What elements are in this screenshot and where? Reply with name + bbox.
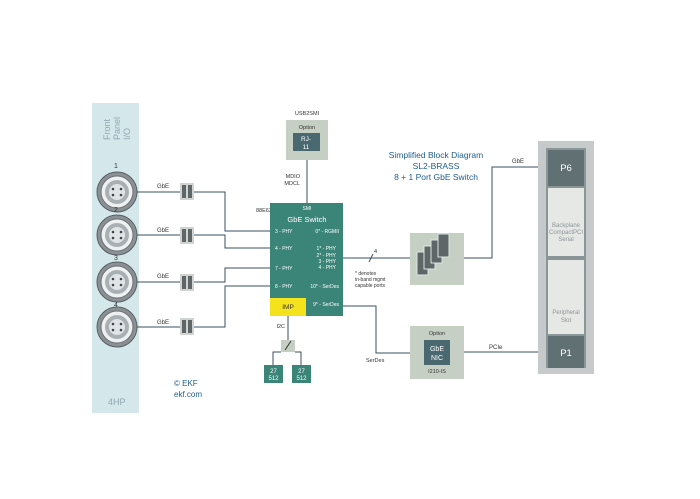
i2c-label: I2C xyxy=(276,324,285,330)
m12-connector-2 xyxy=(96,214,138,256)
uplink-bus-slash xyxy=(368,253,374,263)
switch-port-right-3: 3 - PHY xyxy=(318,259,336,265)
footnote-line-1: * denotes xyxy=(355,271,377,277)
usb2smi-option-label: Option xyxy=(299,125,315,131)
port-number-1: 1 xyxy=(114,163,118,170)
port-number-4: 4 xyxy=(114,302,118,309)
eeprom-1-line-1: 27 xyxy=(270,369,277,375)
gbe-link-label-4: GbE xyxy=(157,320,169,326)
footnote-line-3: capable ports xyxy=(355,283,386,289)
eeprom-1 xyxy=(264,365,283,383)
magnetics-3 xyxy=(180,274,194,291)
m12-connector-4 xyxy=(96,306,138,348)
rj11-label-line-1: RJ- xyxy=(301,136,311,143)
switch-port-right-1: 1* - PHY xyxy=(317,246,337,252)
uplink-bus-width: 4 xyxy=(374,249,377,255)
gbe-backplane-link xyxy=(464,166,548,259)
switch-part-number: 88E6390 xyxy=(256,208,278,214)
serdes-link xyxy=(343,305,410,354)
switch-title: GbE Switch xyxy=(287,215,326,224)
serdes-label: SerDes xyxy=(366,358,385,364)
front-panel-title-line-1: Front xyxy=(102,118,112,140)
magnetics-bank-cells xyxy=(416,233,450,276)
port-number-2: 2 xyxy=(114,207,118,214)
switch-port-left-3: 7 - PHY xyxy=(275,266,293,272)
switch-port-right-0: 0* - RGMII xyxy=(315,229,339,235)
footnote-line-2: in-band mgmt xyxy=(355,277,386,283)
m12-connector-3 xyxy=(96,261,138,303)
p1-connector xyxy=(548,336,584,368)
m12-connector-1 xyxy=(96,171,138,213)
front-panel-width-label: 4HP xyxy=(108,397,126,407)
p6-connector xyxy=(548,150,584,186)
magnetics-4 xyxy=(180,318,194,335)
eeprom-2-line-1: 27 xyxy=(298,369,305,375)
gbe-backplane-label: GbE xyxy=(512,159,524,165)
magnetics-1 xyxy=(180,183,194,200)
pcie-label: PCIe xyxy=(489,345,503,351)
i2c-branch-1 xyxy=(272,351,281,365)
switch-port-left-4: 8 - PHY xyxy=(275,284,293,290)
nic-part-number: I210-IS xyxy=(428,369,446,375)
front-panel-title-line-2: Panel xyxy=(112,117,122,140)
i2c-branch-2 xyxy=(295,351,302,365)
copyright-url: ekf.com xyxy=(174,390,202,399)
backplane-line-2: CompactPCI xyxy=(549,230,583,236)
switch-port-serdes-10: 10* - SerDes xyxy=(310,284,339,290)
backplane-slot xyxy=(548,188,584,256)
switch-port-right-4: 4 - PHY xyxy=(318,265,336,271)
eeprom-2 xyxy=(292,365,311,383)
usb2smi-label: USB2SMI xyxy=(295,111,320,117)
peripheral-line-1: Peripheral xyxy=(552,310,579,316)
switch-port-right-2: 2* - PHY xyxy=(317,253,337,259)
gbe-link-label-1: GbE xyxy=(157,184,169,190)
rj11-label-line-2: 11 xyxy=(303,144,310,151)
backplane-line-3: Serial xyxy=(558,237,573,243)
p6-label: P6 xyxy=(560,163,572,174)
front-panel-title-line-3: I/O xyxy=(122,128,132,140)
diagram-subtitle: 8 + 1 Port GbE Switch xyxy=(394,172,478,182)
backplane-line-1: Backplane xyxy=(552,223,581,229)
switch-port-left-1: 3 - PHY xyxy=(275,229,293,235)
p1-label: P1 xyxy=(560,348,572,359)
i2c-mux-switch xyxy=(284,340,292,351)
nic-label-line-2: NIC xyxy=(431,355,443,362)
peripheral-line-2: Slot xyxy=(561,318,572,324)
switch-port-serdes-9: 9* - SerDes xyxy=(313,302,339,308)
eeprom-2-line-2: 512 xyxy=(296,376,307,382)
rj11-chip xyxy=(293,133,320,151)
eeprom-1-line-2: 512 xyxy=(268,376,279,382)
port-number-3: 3 xyxy=(114,255,118,262)
nic-label-line-1: GbE xyxy=(430,346,444,353)
port-link-1 xyxy=(137,191,273,232)
gbe-switch xyxy=(270,203,343,316)
gbe-link-label-2: GbE xyxy=(157,228,169,234)
front-panel xyxy=(92,103,139,413)
gbe-link-label-3: GbE xyxy=(157,274,169,280)
peripheral-slot xyxy=(548,260,584,334)
imp-label: IMP xyxy=(282,304,294,311)
smi-label: SMI xyxy=(303,206,312,212)
imp-block xyxy=(270,298,306,316)
switch-port-left-2: 4 - PHY xyxy=(275,246,293,252)
nic-option-label: Option xyxy=(429,331,445,337)
port-link-2 xyxy=(137,234,273,249)
diagram-title: Simplified Block Diagram xyxy=(389,150,483,160)
gbe-nic-chip xyxy=(424,340,450,365)
mdcl-label: MDCL xyxy=(284,181,300,187)
mdio-label: MDIO xyxy=(286,174,301,180)
diagram-model: SL2-BRASS xyxy=(413,161,460,171)
front-panel-title: Front Panel I/O xyxy=(102,117,132,140)
copyright-text: © EKF xyxy=(174,379,198,388)
magnetics-2 xyxy=(180,227,194,244)
